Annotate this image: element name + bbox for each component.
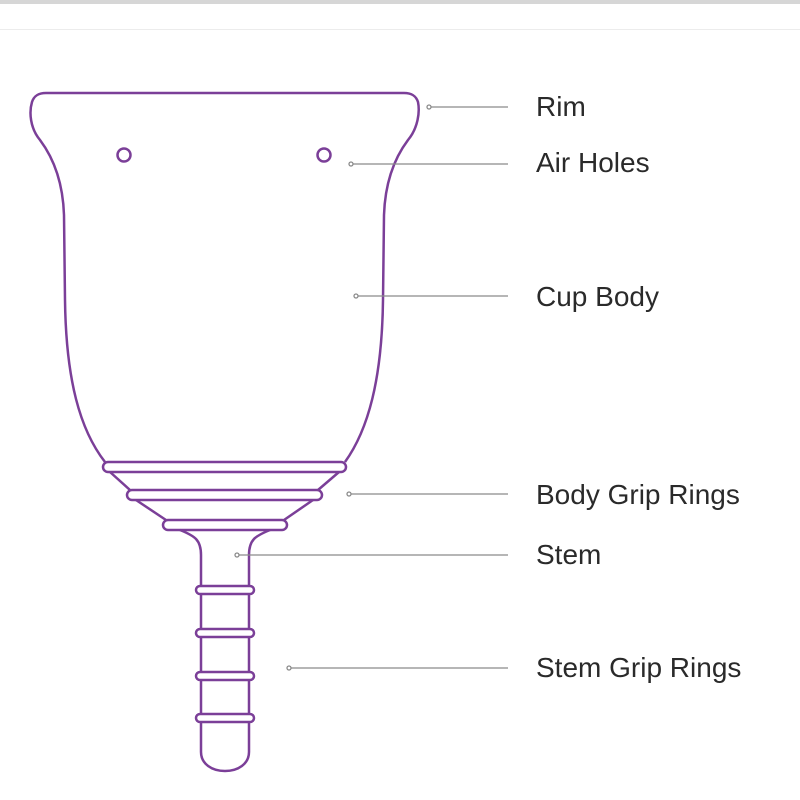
air-hole-right (316, 147, 332, 163)
label-air-holes: Air Holes (536, 147, 650, 178)
body-grip-ring-2 (125, 488, 324, 502)
stem-grip-ring-1 (194, 584, 256, 596)
label-stem-grip-rings: Stem Grip Rings (536, 652, 742, 683)
label-cup-body: Cup Body (536, 281, 659, 312)
label-body-grip-rings: Body Grip Rings (536, 479, 740, 510)
stem-grip-ring-3 (194, 670, 256, 682)
stem-grip-ring-4 (194, 712, 256, 724)
air-hole-left (116, 147, 132, 163)
label-rim: Rim (536, 91, 586, 122)
body-grip-ring-1 (101, 460, 348, 474)
stem-outline (179, 528, 271, 773)
window-top-border (0, 0, 800, 4)
label-stem: Stem (536, 539, 602, 570)
body-grip-ring-3 (161, 518, 289, 532)
cup-body-outline (29, 91, 420, 463)
header-divider (0, 29, 800, 30)
stem-grip-ring-2 (194, 627, 256, 639)
